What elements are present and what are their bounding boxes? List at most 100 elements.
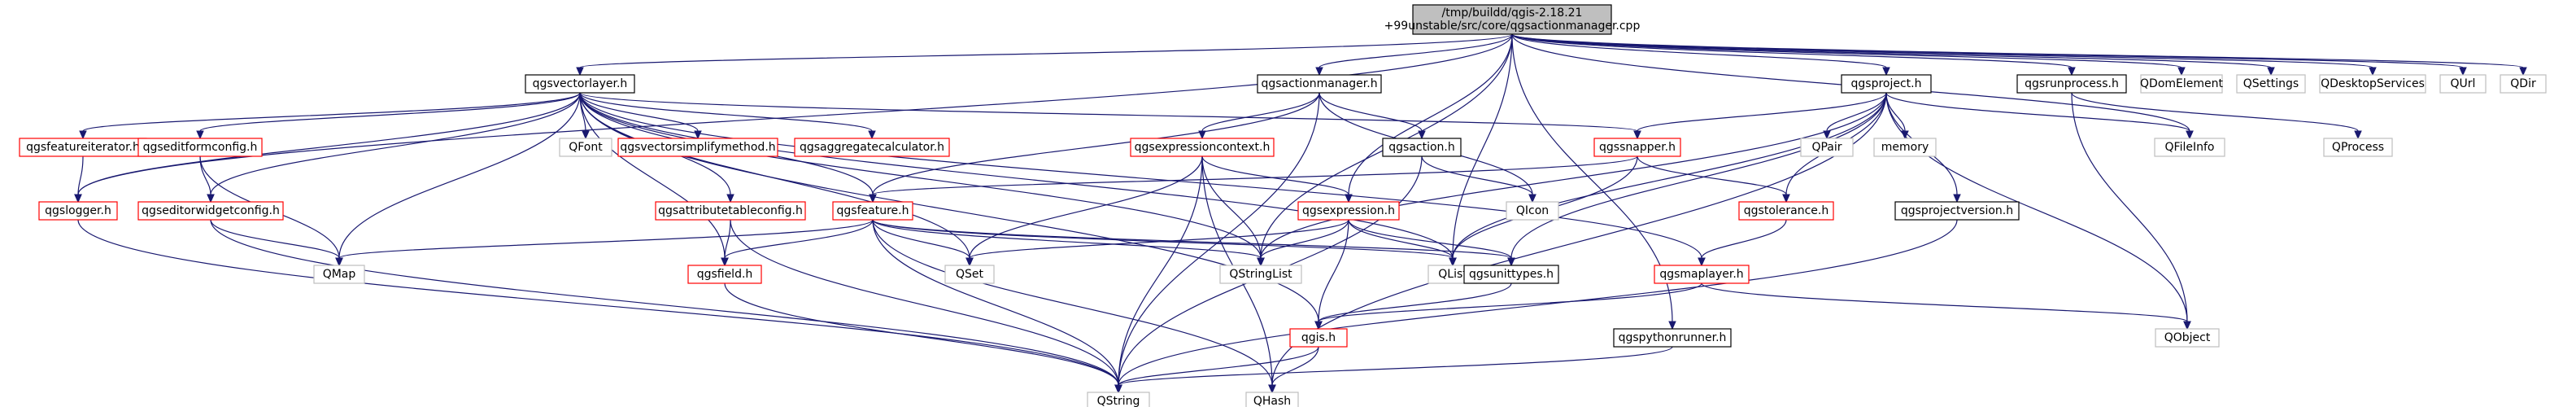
node-box — [38, 201, 118, 221]
node-label: QDir — [2510, 77, 2536, 90]
edge-line — [1118, 155, 1203, 386]
node-qicon: QIcon — [1506, 201, 1559, 221]
arrowhead — [1507, 257, 1515, 267]
node-qgsprojectversion-h[interactable]: qgsprojectversion.h — [1894, 201, 2020, 221]
edge-qgis-h-to-qstring — [1114, 346, 1319, 394]
edge-qgsactionmanager-cpp-to-qdomelement — [1511, 33, 2186, 77]
edge-qgsactionmanager-h-to-qgsaction-h — [1319, 92, 1426, 140]
node-qgsaction-h[interactable]: qgsaction.h — [1382, 138, 1462, 157]
node-box — [794, 138, 950, 157]
node-box — [1219, 265, 1302, 284]
node-qgspythonrunner-h[interactable]: qgspythonrunner.h — [1613, 328, 1732, 348]
node-box — [1800, 138, 1854, 157]
edge-line — [872, 219, 1119, 386]
edge-line — [1637, 155, 1787, 195]
edge-qgsproject-h-to-qlist — [1449, 92, 1887, 267]
node-qpair: QPair — [1800, 138, 1854, 157]
edge-line — [1118, 346, 1319, 386]
edge-qgsproject-h-to-qhash — [1268, 92, 1887, 394]
node-qgsvectorsimplifymethod-h[interactable]: qgsvectorsimplifymethod.h — [617, 138, 778, 157]
edge-qgsfield-h-to-qstring — [724, 282, 1122, 394]
node-qgstolerance-h[interactable]: qgstolerance.h — [1738, 201, 1834, 221]
edge-line — [579, 33, 1513, 68]
node-qgseditorwidgetconfig-h[interactable]: qgseditorwidgetconfig.h — [137, 201, 284, 221]
node-qgssnapper-h[interactable]: qgssnapper.h — [1593, 138, 1681, 157]
node-qgsproject-h[interactable]: qgsproject.h — [1841, 74, 1932, 94]
node-label: qgseditorwidgetconfig.h — [142, 204, 280, 217]
edge-line — [1348, 219, 1454, 259]
node-qgsexpressioncontext-h[interactable]: qgsexpressioncontext.h — [1130, 138, 1275, 157]
node-qdomelement: QDomElement — [2140, 74, 2223, 94]
node-qgsexpression-h[interactable]: qgsexpression.h — [1297, 201, 1400, 221]
node-qgsunittypes-h[interactable]: qgsunittypes.h — [1463, 265, 1559, 284]
node-box — [1130, 138, 1275, 157]
edge-line — [1826, 92, 1887, 132]
edge-line — [730, 219, 1119, 386]
node-qfont: QFont — [559, 138, 612, 157]
edge-qgsvectorlayer-h-to-qgsaggregatecalculator-h — [579, 92, 876, 140]
node-qgsfeature-h[interactable]: qgsfeature.h — [832, 201, 913, 221]
edge-qgsfeature-h-to-qhash — [872, 219, 1276, 394]
node-qhash: QHash — [1245, 392, 1299, 407]
node-qgsmaplayer-h[interactable]: qgsmaplayer.h — [1654, 265, 1750, 284]
node-box — [2439, 74, 2487, 94]
arrowhead — [869, 194, 877, 204]
arrowhead — [868, 130, 876, 140]
node-qstringlist: QStringList — [1219, 265, 1302, 284]
edge-line — [724, 282, 1119, 386]
edge-line — [1348, 33, 1513, 195]
node-qgslogger-h[interactable]: qgslogger.h — [38, 201, 118, 221]
node-box — [1297, 201, 1400, 221]
arrowhead — [1198, 130, 1206, 140]
node-box — [1412, 4, 1612, 35]
node-qprocess: QProcess — [2323, 138, 2393, 157]
node-box — [1506, 201, 1559, 221]
edge-line — [1201, 155, 1262, 259]
arrowhead — [335, 257, 343, 267]
edge-line — [1701, 219, 1787, 259]
node-label: qgspythonrunner.h — [1619, 331, 1727, 344]
edge-line — [1511, 33, 2524, 68]
edge-line — [1319, 33, 1513, 68]
node-label: qgsprojectversion.h — [1901, 204, 2013, 217]
edge-qgsaction-h-to-qicon — [1421, 155, 1536, 204]
node-label: QMap — [323, 268, 356, 281]
node-qgsvectorlayer-h[interactable]: qgsvectorlayer.h — [525, 74, 635, 94]
node-box — [2155, 328, 2220, 348]
edge-line — [1510, 92, 1887, 259]
node-qgseditformconfig-h[interactable]: qgseditformconfig.h — [137, 138, 263, 157]
node-qgsactionmanager-h[interactable]: qgsactionmanager.h — [1257, 74, 1382, 94]
node-qgsfeatureiterator-h[interactable]: qgsfeatureiterator.h — [19, 138, 147, 157]
arrowhead — [1449, 257, 1457, 267]
node-label: QSettings — [2243, 77, 2299, 90]
edge-line — [210, 92, 581, 195]
edge-line — [1511, 33, 2073, 68]
edge-line — [579, 92, 873, 132]
node-qgsfield-h[interactable]: qgsfield.h — [687, 265, 762, 284]
node-box — [1894, 201, 2020, 221]
node-qgsaggregatecalculator-h[interactable]: qgsaggregatecalculator.h — [794, 138, 950, 157]
node-layer: /tmp/buildd/qgis-2.18.21+99unstable/src/… — [19, 4, 2547, 407]
node-qurl: QUrl — [2439, 74, 2487, 94]
node-label: qgsfield.h — [697, 268, 753, 281]
edge-qgsproject-h-to-qgssnapper-h — [1633, 92, 1887, 140]
node-box — [525, 74, 635, 94]
node-qgsattributetableconfig-h[interactable]: qgsattributetableconfig.h — [655, 201, 806, 221]
edge-qgsfeature-h-to-qgsfield-h — [721, 219, 874, 267]
node-qmap: QMap — [313, 265, 365, 284]
node-qgsactionmanager-cpp[interactable]: /tmp/buildd/qgis-2.18.21+99unstable/src/… — [1384, 4, 1641, 35]
edge-qgseditorwidgetconfig-h-to-qstring — [210, 219, 1122, 394]
edge-qgsvectorlayer-h-to-qstringlist — [579, 92, 1265, 267]
node-qdir: QDir — [2500, 74, 2547, 94]
edge-line — [1118, 219, 1958, 386]
node-box — [655, 201, 806, 221]
edge-line — [1260, 92, 1887, 259]
edge-line — [579, 92, 726, 259]
edge-qgsmaplayer-h-to-qgis-h — [1314, 282, 1702, 330]
edge-line — [579, 92, 1262, 259]
edge-qgsrunprocess-h-to-qprocess — [2071, 92, 2362, 140]
node-qgis-h[interactable]: qgis.h — [1289, 328, 1348, 348]
node-label: qgsactionmanager.h — [1261, 77, 1377, 90]
edge-line — [338, 219, 874, 259]
node-qgsrunprocess-h[interactable]: qgsrunprocess.h — [2016, 74, 2127, 94]
